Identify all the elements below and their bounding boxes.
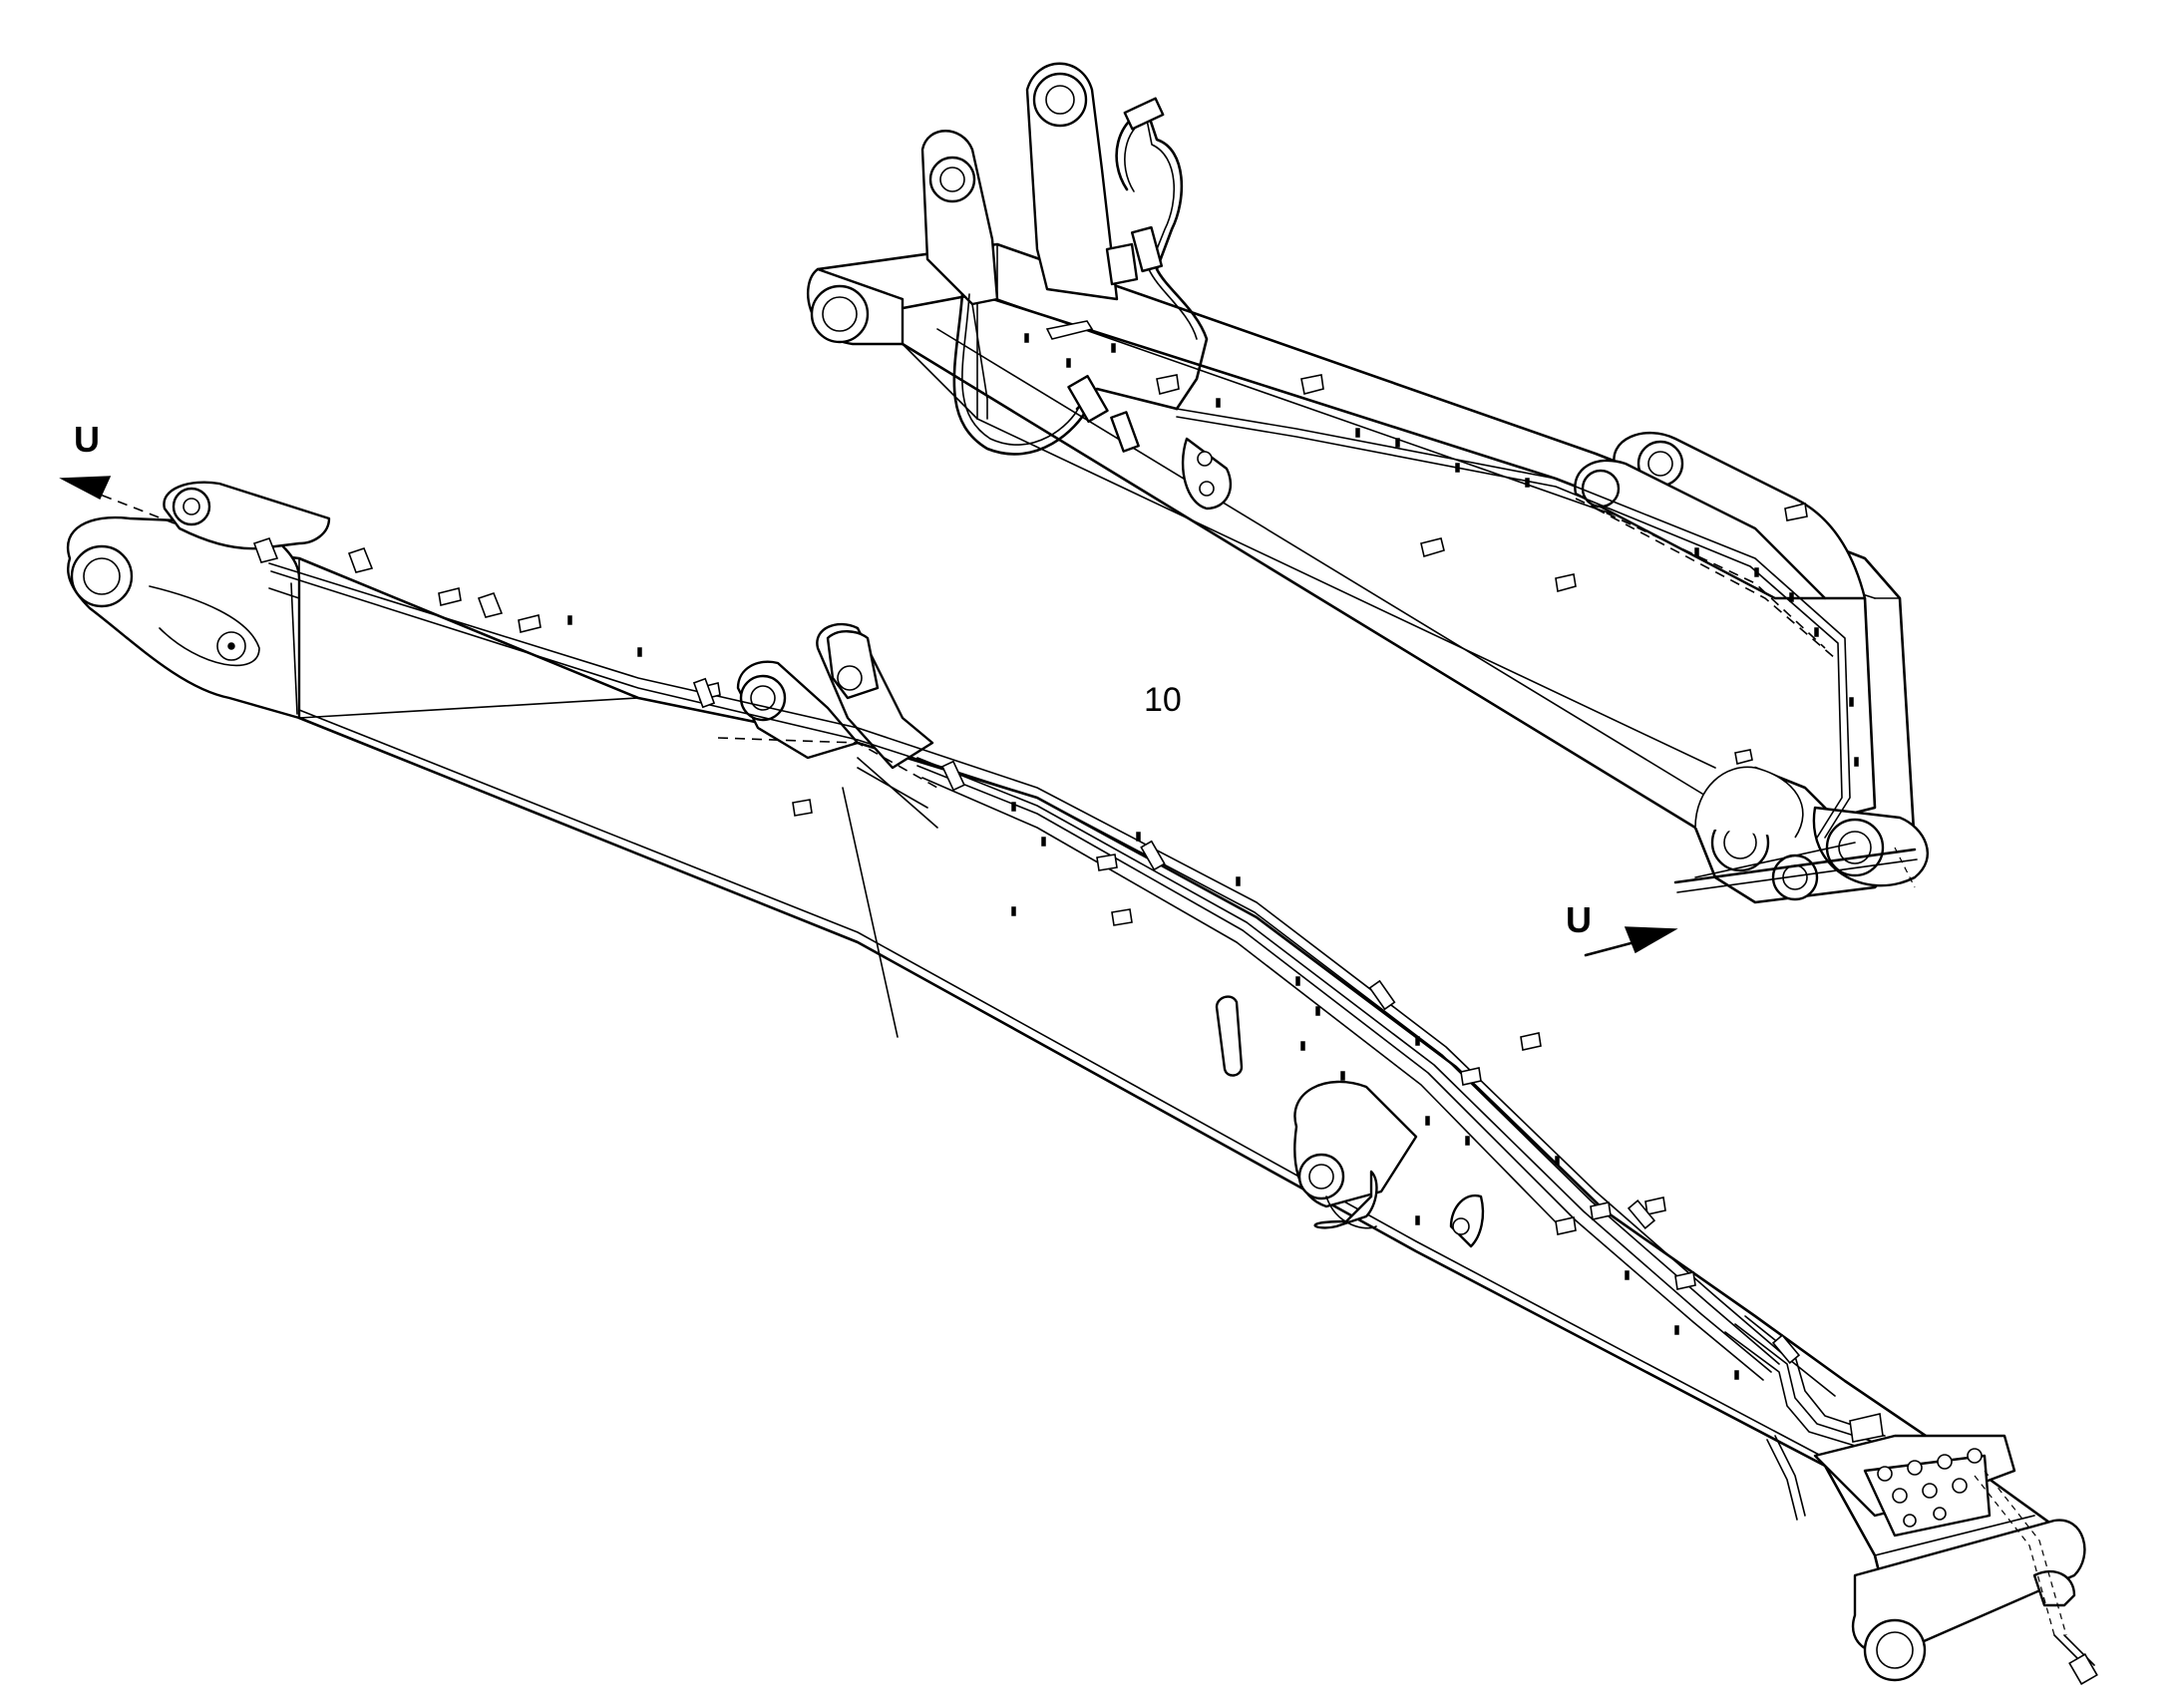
view-marker-right: U bbox=[1566, 899, 1678, 957]
view-marker-left: U bbox=[59, 419, 176, 524]
view-marker-right-label: U bbox=[1566, 899, 1592, 940]
part-number-label: 10 bbox=[1144, 681, 1182, 719]
view-marker-left-label: U bbox=[74, 419, 100, 460]
upper-boom-section bbox=[806, 62, 1929, 904]
lower-boom-section bbox=[67, 481, 2098, 1685]
